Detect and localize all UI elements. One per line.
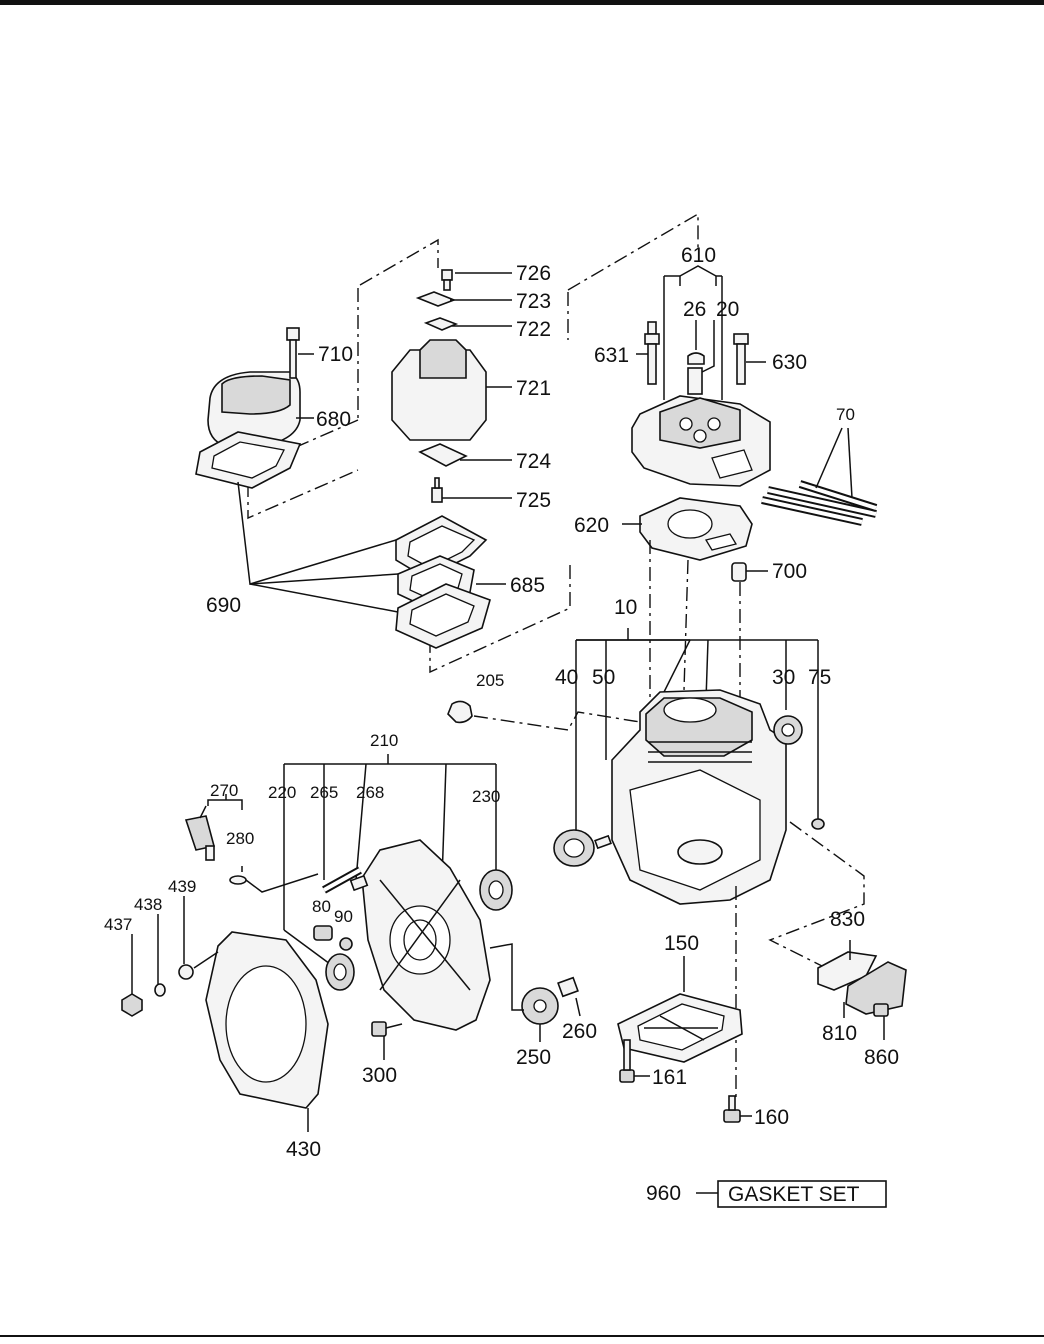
top-rule — [0, 0, 1044, 5]
label-724: 724 — [516, 450, 551, 473]
label-70: 70 — [836, 405, 855, 424]
label-260: 260 — [562, 1020, 597, 1043]
side-cover-group — [617, 940, 907, 1123]
label-700: 700 — [772, 560, 807, 583]
gasket-set-text: GASKET SET — [728, 1183, 860, 1206]
label-150: 150 — [664, 932, 699, 955]
label-721: 721 — [516, 377, 551, 400]
label-265: 265 — [310, 783, 338, 802]
rocker-cover-group — [195, 238, 571, 674]
label-438: 438 — [134, 895, 162, 914]
label-685: 685 — [510, 574, 545, 597]
label-161: 161 — [652, 1066, 687, 1089]
gasket-set-number: 960 — [646, 1182, 681, 1205]
label-210: 210 — [370, 731, 398, 750]
part-labels: 726 723 722 710 721 680 724 725 685 690 … — [104, 244, 899, 1161]
label-40: 40 — [555, 666, 578, 689]
crankcase-cover-group — [121, 754, 581, 1132]
label-810: 810 — [822, 1022, 857, 1045]
label-726: 726 — [516, 262, 551, 285]
label-270: 270 — [210, 781, 238, 800]
label-26: 26 — [683, 298, 706, 321]
label-631: 631 — [594, 344, 629, 367]
label-220: 220 — [268, 783, 296, 802]
label-860: 860 — [864, 1046, 899, 1069]
label-250: 250 — [516, 1046, 551, 1069]
label-630: 630 — [772, 351, 807, 374]
label-10: 10 — [614, 596, 637, 619]
cylinder-head-group — [567, 212, 878, 700]
label-437: 437 — [104, 915, 132, 934]
label-300: 300 — [362, 1064, 397, 1087]
label-830: 830 — [830, 908, 865, 931]
label-160: 160 — [754, 1106, 789, 1129]
label-90: 90 — [334, 907, 353, 926]
label-75: 75 — [808, 666, 831, 689]
label-50: 50 — [592, 666, 615, 689]
label-430: 430 — [286, 1138, 321, 1161]
label-723: 723 — [516, 290, 551, 313]
bottom-rule — [0, 1335, 1044, 1337]
label-20: 20 — [716, 298, 739, 321]
label-725: 725 — [516, 489, 551, 512]
label-610: 610 — [681, 244, 716, 267]
label-620: 620 — [574, 514, 609, 537]
label-722: 722 — [516, 318, 551, 341]
label-268: 268 — [356, 783, 384, 802]
label-30: 30 — [772, 666, 795, 689]
label-439: 439 — [168, 877, 196, 896]
label-230: 230 — [472, 787, 500, 806]
label-205: 205 — [476, 671, 504, 690]
cylinder-block-group — [447, 628, 871, 1098]
gasket-set-box — [717, 1180, 887, 1208]
label-710: 710 — [318, 343, 353, 366]
label-680: 680 — [316, 408, 351, 431]
label-280: 280 — [226, 829, 254, 848]
label-690: 690 — [206, 594, 241, 617]
label-80: 80 — [312, 897, 331, 916]
gasket-set-callout: 960 GASKET SET — [646, 1180, 887, 1208]
